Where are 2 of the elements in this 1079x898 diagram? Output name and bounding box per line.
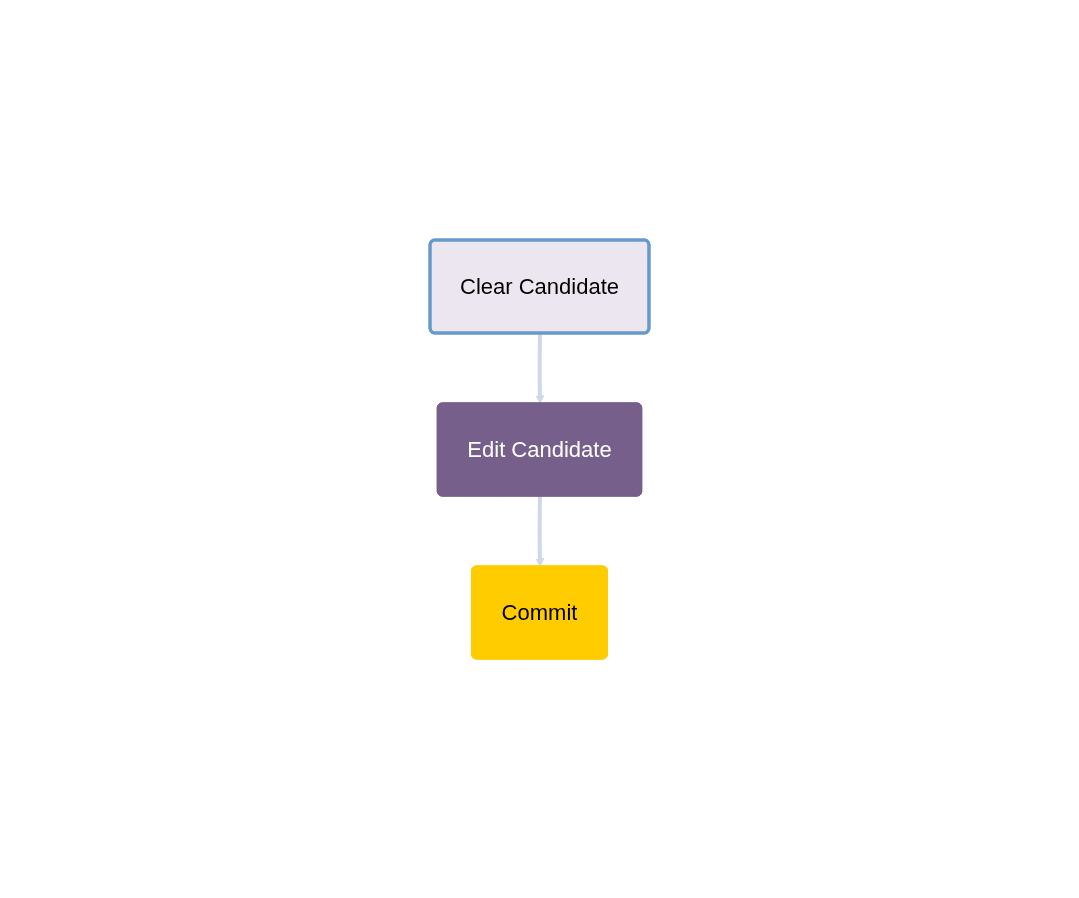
arrow: [535, 495, 545, 567]
arrow: [535, 332, 545, 404]
